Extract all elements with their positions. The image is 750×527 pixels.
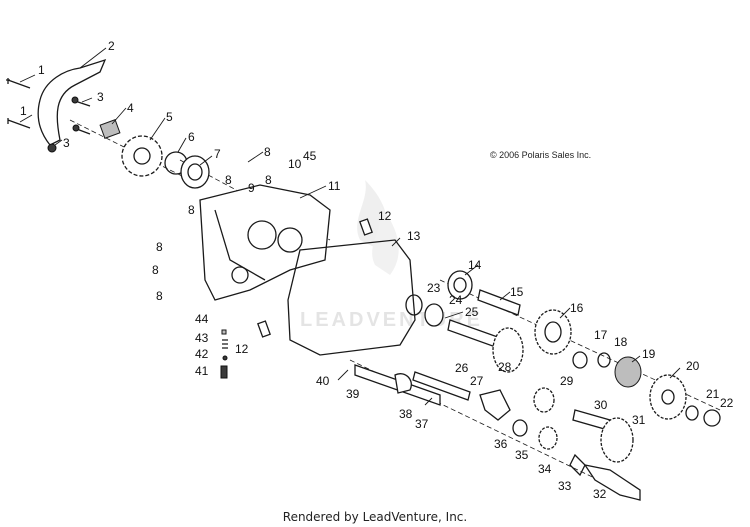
callout-9: 9 [248, 181, 255, 195]
callout-30: 30 [594, 398, 608, 412]
callout-29: 29 [560, 374, 574, 388]
callout-11: 11 [328, 179, 341, 193]
callout-2: 2 [108, 39, 115, 53]
callout-12a: 12 [378, 209, 392, 223]
callout-28: 28 [498, 360, 512, 374]
callout-39: 39 [346, 387, 360, 401]
callout-1b: 1 [20, 104, 27, 118]
callout-35: 35 [515, 448, 529, 462]
callout-42: 42 [195, 347, 209, 361]
callout-3b: 3 [63, 136, 70, 150]
callout-23: 23 [427, 281, 441, 295]
callout-labels: 1 1 2 3 3 4 5 6 7 8 8 8 8 8 8 8 9 10 11 … [20, 39, 734, 501]
callout-20: 20 [686, 359, 700, 373]
callout-44: 44 [195, 312, 209, 326]
callout-12b: 12 [235, 342, 249, 356]
belt-cover-part [37, 58, 107, 153]
bearings-seals [405, 270, 721, 437]
callout-27: 27 [470, 374, 484, 388]
callout-1a: 1 [38, 63, 45, 77]
callout-3a: 3 [97, 90, 104, 104]
sprocket-part [121, 135, 163, 177]
callout-8c: 8 [265, 173, 272, 187]
callout-38: 38 [399, 407, 413, 421]
watermark-logo: LEADVENTURE [300, 180, 480, 331]
callout-31: 31 [632, 413, 646, 427]
callout-25: 25 [465, 305, 479, 319]
callout-40: 40 [316, 374, 330, 388]
callout-45: 45 [303, 149, 317, 163]
callout-18: 18 [614, 335, 628, 349]
callout-17: 17 [594, 328, 608, 342]
footer-credit: Rendered by LeadVenture, Inc. [282, 510, 468, 524]
callout-16: 16 [570, 301, 584, 315]
callout-8a: 8 [264, 145, 271, 159]
copyright-notice: © 2006 Polaris Sales Inc. [490, 150, 592, 160]
gasket-part [287, 239, 416, 356]
callout-26: 26 [455, 361, 469, 375]
callout-10: 10 [288, 157, 302, 171]
callout-19: 19 [642, 347, 656, 361]
callout-7: 7 [214, 147, 221, 161]
leader-lines [19, 47, 681, 406]
callout-33: 33 [558, 479, 572, 493]
bracket-part [99, 119, 121, 139]
bolts [6, 78, 91, 135]
callout-5: 5 [166, 110, 173, 124]
callout-43: 43 [195, 331, 209, 345]
callout-14: 14 [468, 258, 482, 272]
shift-fork [394, 373, 641, 501]
callout-8b: 8 [225, 173, 232, 187]
bearing-part [180, 155, 210, 189]
callout-13: 13 [407, 229, 421, 243]
gear-case-part [199, 184, 331, 301]
callout-36: 36 [494, 437, 508, 451]
callout-21: 21 [706, 387, 720, 401]
callout-34: 34 [538, 462, 552, 476]
callout-6: 6 [188, 130, 195, 144]
gears [492, 309, 687, 463]
callout-41: 41 [195, 364, 209, 378]
callout-22: 22 [720, 396, 734, 410]
callout-8d: 8 [188, 203, 195, 217]
callout-15: 15 [510, 285, 524, 299]
callout-8g: 8 [156, 289, 163, 303]
callout-4: 4 [127, 101, 134, 115]
callout-8e: 8 [156, 240, 163, 254]
small-parts [220, 218, 373, 379]
callout-24: 24 [449, 293, 463, 307]
callout-32: 32 [593, 487, 607, 501]
callout-37: 37 [415, 417, 429, 431]
callout-8f: 8 [152, 263, 159, 277]
